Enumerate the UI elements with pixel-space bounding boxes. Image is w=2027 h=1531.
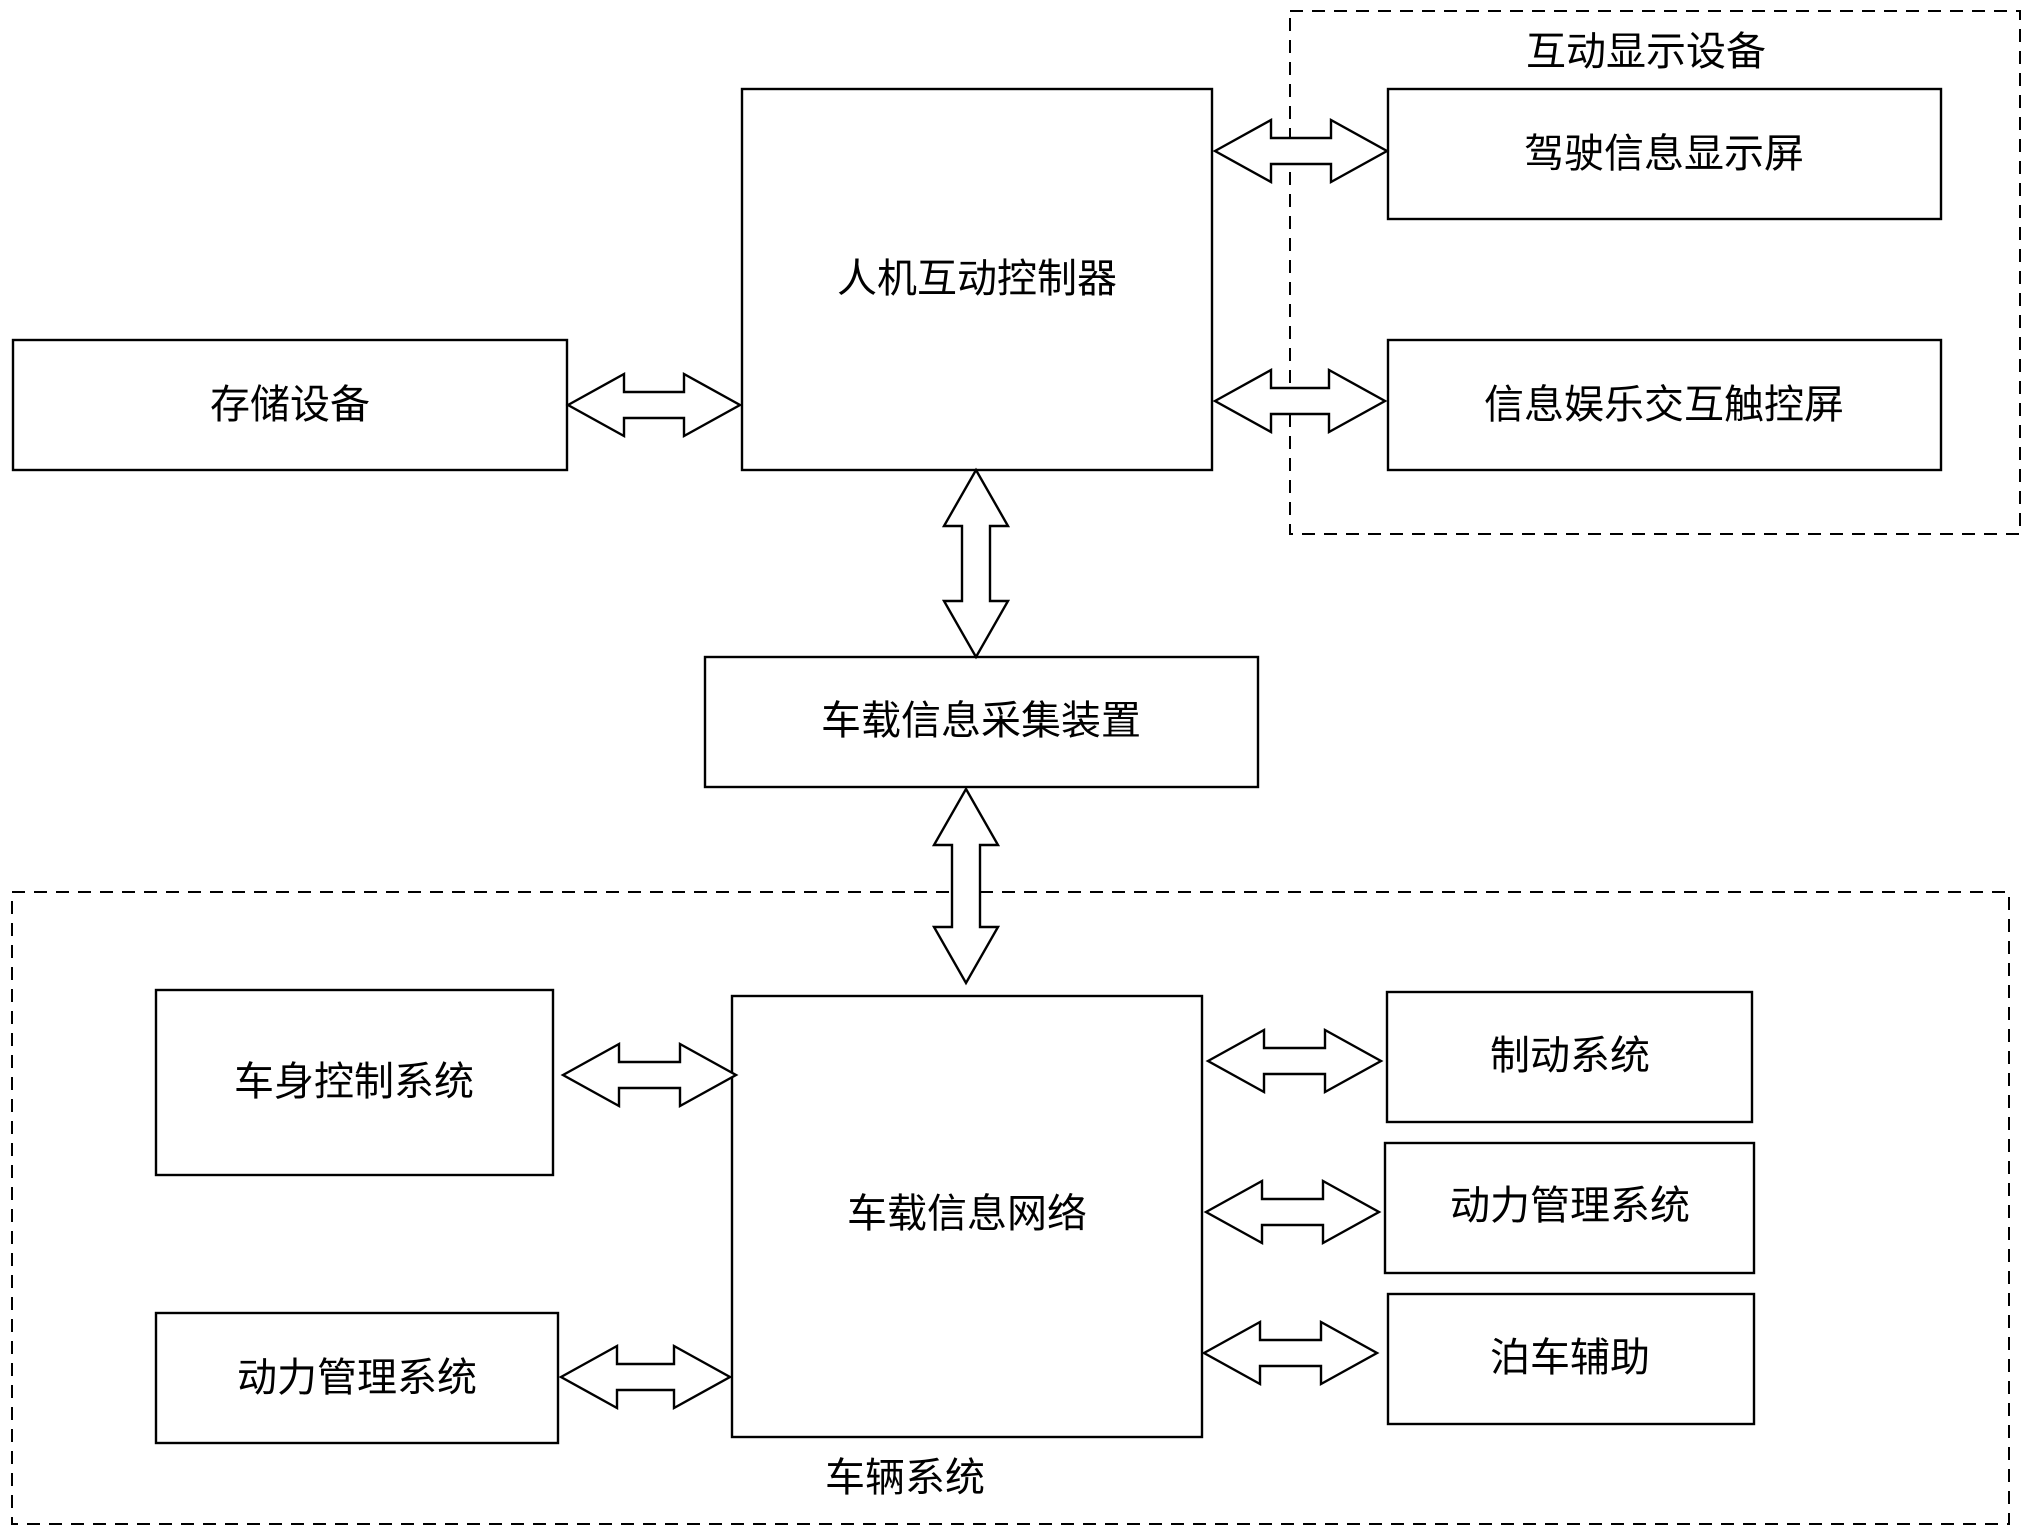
double-arrow-collection-network (931, 786, 1001, 986)
driving-info-screen-label: 驾驶信息显示屏 (1524, 131, 1804, 177)
brake-label: 制动系统 (1490, 1033, 1650, 1079)
info-collection-box (703, 655, 1260, 789)
vehicle-system-frame (11, 891, 2010, 1525)
vehicle-network-label: 车载信息网络 (847, 1191, 1087, 1237)
parking-assist-box (1386, 1292, 1756, 1426)
double-arrow-network-parking (1201, 1319, 1380, 1387)
brake-box (1385, 990, 1754, 1124)
storage-box (11, 338, 569, 472)
double-arrow-network-brake (1205, 1027, 1384, 1095)
parking-assist-label: 泊车辅助 (1490, 1335, 1650, 1381)
double-arrow-hmi-touchscreen (1212, 367, 1388, 435)
driving-info-screen-box (1386, 87, 1943, 221)
double-arrow-storage-hmi (565, 371, 743, 439)
info-collection-label: 车载信息采集装置 (821, 698, 1141, 744)
display-group-frame (1289, 10, 2021, 535)
double-arrow-hmi-collection (941, 467, 1011, 660)
double-arrow-body-network (560, 1041, 739, 1109)
double-arrow-power-left-network (558, 1343, 733, 1411)
vehicle-group-label: 车辆系统 (825, 1455, 985, 1501)
display-group-label: 互动显示设备 (1526, 29, 1766, 75)
storage-label: 存储设备 (210, 382, 370, 428)
power-mgmt-left-label: 动力管理系统 (237, 1355, 477, 1401)
vehicle-network-box (730, 994, 1204, 1439)
double-arrow-hmi-driving-screen (1212, 117, 1390, 185)
body-control-label: 车身控制系统 (234, 1059, 474, 1105)
power-mgmt-right-box (1383, 1141, 1756, 1275)
infotainment-touchscreen-box (1386, 338, 1943, 472)
power-mgmt-left-box (154, 1311, 560, 1445)
infotainment-touchscreen-label: 信息娱乐交互触控屏 (1484, 382, 1844, 428)
power-mgmt-right-label: 动力管理系统 (1450, 1183, 1690, 1229)
double-arrow-network-power-right (1203, 1178, 1382, 1246)
body-control-box (154, 988, 555, 1177)
hmi-controller-label: 人机互动控制器 (837, 256, 1117, 302)
hmi-controller-box (740, 87, 1214, 472)
